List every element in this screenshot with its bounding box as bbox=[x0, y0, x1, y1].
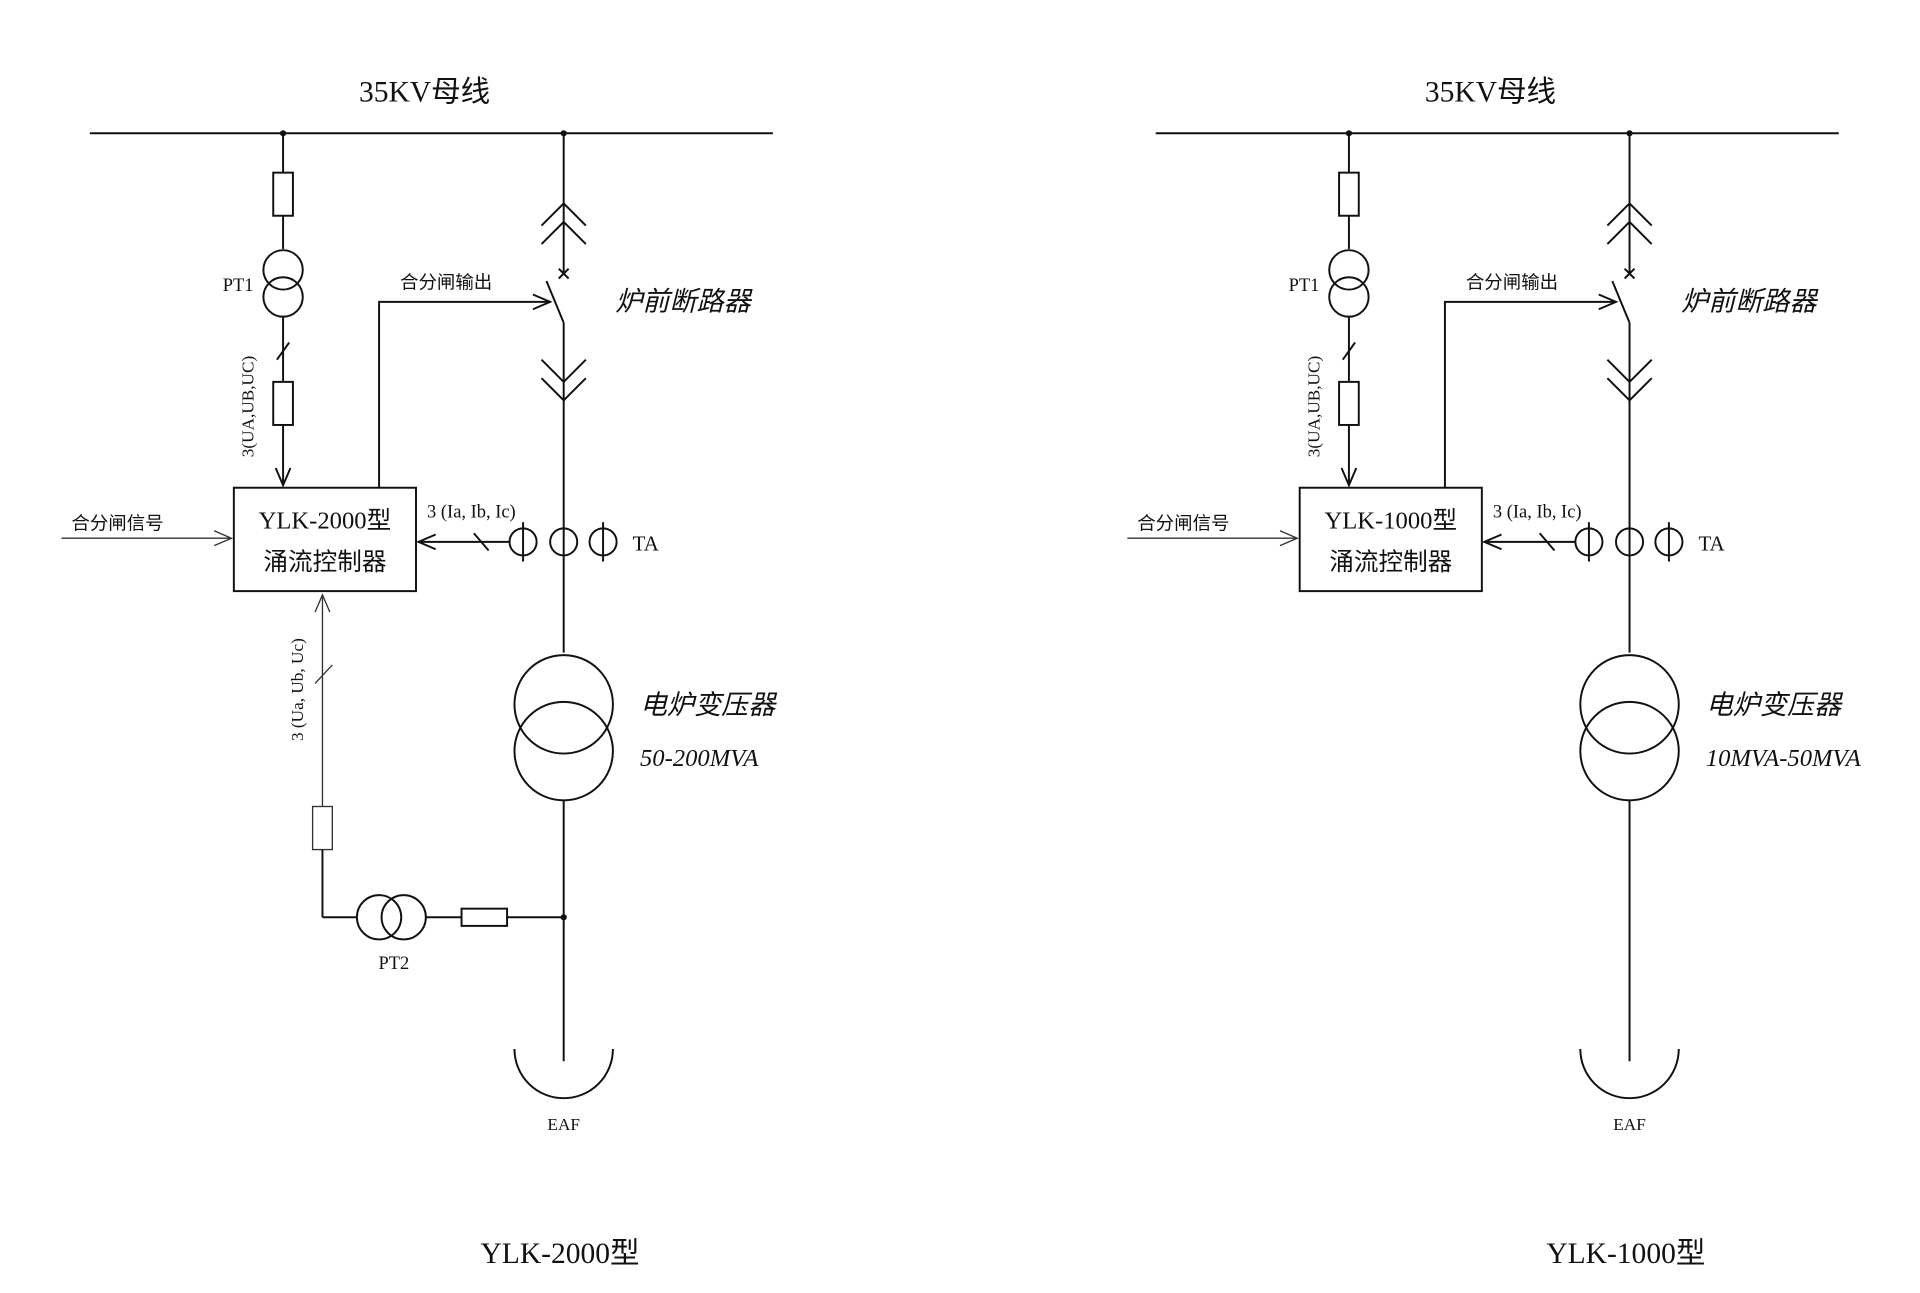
diagram-caption: YLK-1000型 bbox=[1546, 1237, 1705, 1270]
bus-label: 35KV母线 bbox=[1425, 75, 1556, 108]
pt2-signal-label: 3 (Ua, Ub, Uc) bbox=[288, 638, 307, 741]
bus-label: 35KV母线 bbox=[359, 75, 490, 108]
pt1-signal-label: 3(UA,UB,UC) bbox=[1304, 356, 1323, 457]
output-label: 合分闸输出 bbox=[1466, 272, 1558, 292]
pt1-label: PT1 bbox=[223, 275, 254, 295]
transformer-label: 电炉变压器 bbox=[640, 690, 778, 720]
controller-type: 涌流控制器 bbox=[1329, 548, 1452, 576]
pt2-branch bbox=[311, 593, 567, 941]
diagram-ylk-2000: 35KV母线 PT1 3(UA,UB,UC) YLK-2000型 涌流控制器 合… bbox=[60, 75, 778, 1270]
ct-signal-label: 3 (Ia, Ib, Ic) bbox=[427, 501, 516, 522]
controller-type: 涌流控制器 bbox=[263, 548, 386, 576]
controller-name: YLK-2000型 bbox=[259, 506, 392, 534]
breaker-label: 炉前断路器 bbox=[1681, 287, 1819, 317]
input-label: 合分闸信号 bbox=[1137, 514, 1229, 534]
pt1-signal-label: 3(UA,UB,UC) bbox=[239, 356, 258, 457]
input-label: 合分闸信号 bbox=[71, 514, 163, 534]
ct-signal-label: 3 (Ia, Ib, Ic) bbox=[1493, 501, 1582, 522]
ct-label: TA bbox=[1698, 532, 1724, 556]
transformer-label: 电炉变压器 bbox=[1706, 690, 1844, 720]
pt2-label: PT2 bbox=[378, 953, 409, 973]
diagram-ylk-1000: 35KV母线 PT1 3(UA,UB,UC) YLK-1000型 涌流控制器 合… bbox=[1126, 75, 1862, 1270]
eaf-label: EAF bbox=[1613, 1115, 1646, 1134]
eaf-label: EAF bbox=[547, 1115, 580, 1134]
transformer-rating: 10MVA-50MVA bbox=[1706, 745, 1862, 772]
pt1-label: PT1 bbox=[1289, 275, 1320, 295]
controller-name: YLK-1000型 bbox=[1324, 506, 1457, 534]
ct-label: TA bbox=[633, 532, 659, 556]
diagram-caption: YLK-2000型 bbox=[480, 1237, 639, 1270]
output-label: 合分闸输出 bbox=[400, 272, 492, 292]
breaker-label: 炉前断路器 bbox=[615, 287, 753, 317]
transformer-rating: 50-200MVA bbox=[640, 745, 759, 772]
